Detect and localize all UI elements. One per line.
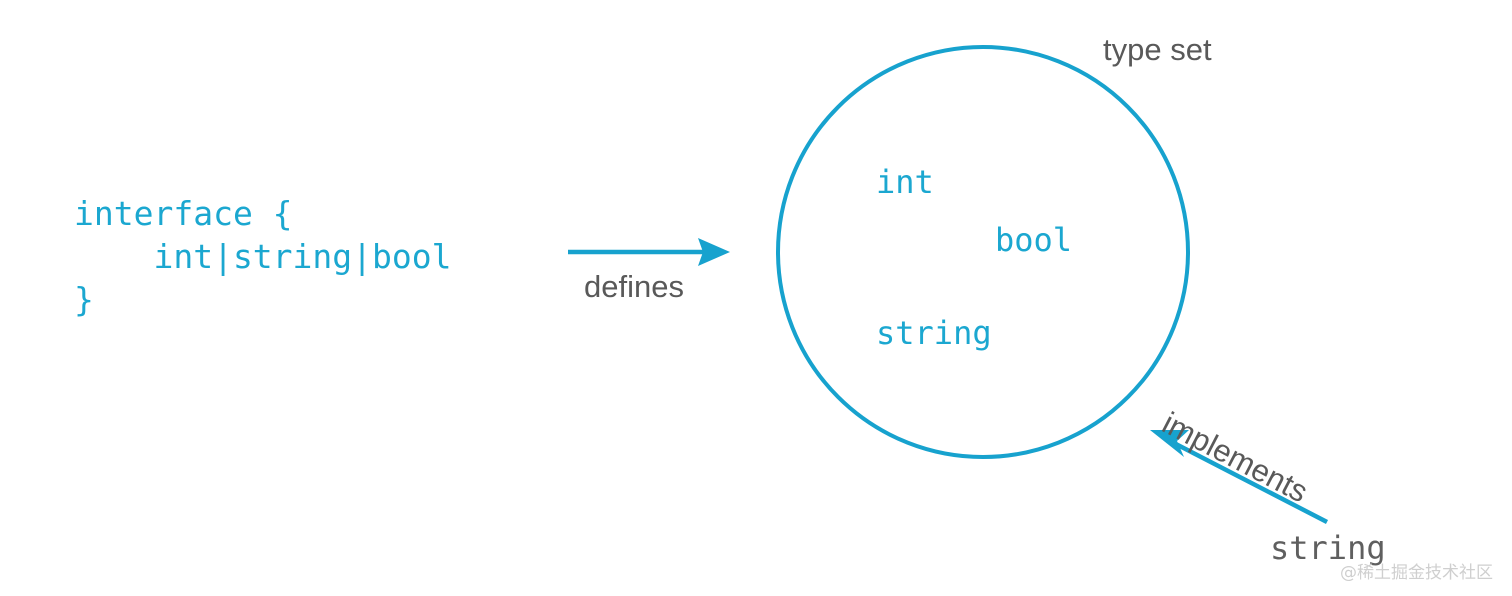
defines-arrow-head <box>698 238 730 266</box>
type-set-caption: type set <box>1103 32 1212 67</box>
implements-arrow: implements <box>1150 405 1329 524</box>
type-set-circle-group: int bool string <box>776 45 1190 459</box>
type-member-bool: bool <box>995 221 1072 259</box>
defines-arrow-label: defines <box>584 269 684 304</box>
type-set-circle <box>776 45 1190 459</box>
code-line-3: } <box>74 280 94 319</box>
defines-arrow: defines <box>568 238 730 304</box>
type-member-int: int <box>876 163 934 201</box>
type-member-string: string <box>876 314 992 352</box>
implements-arrow-label: implements <box>1157 405 1314 509</box>
code-line-1: interface { <box>74 194 293 233</box>
implements-arrow-head <box>1150 430 1189 457</box>
interface-code-block: interface { int|string|bool } <box>74 194 452 319</box>
watermark: @稀土掘金技术社区 <box>1340 563 1493 583</box>
code-line-2: int|string|bool <box>74 237 452 276</box>
concrete-type-string: string <box>1270 529 1386 567</box>
implements-arrow-shaft <box>1168 439 1329 524</box>
